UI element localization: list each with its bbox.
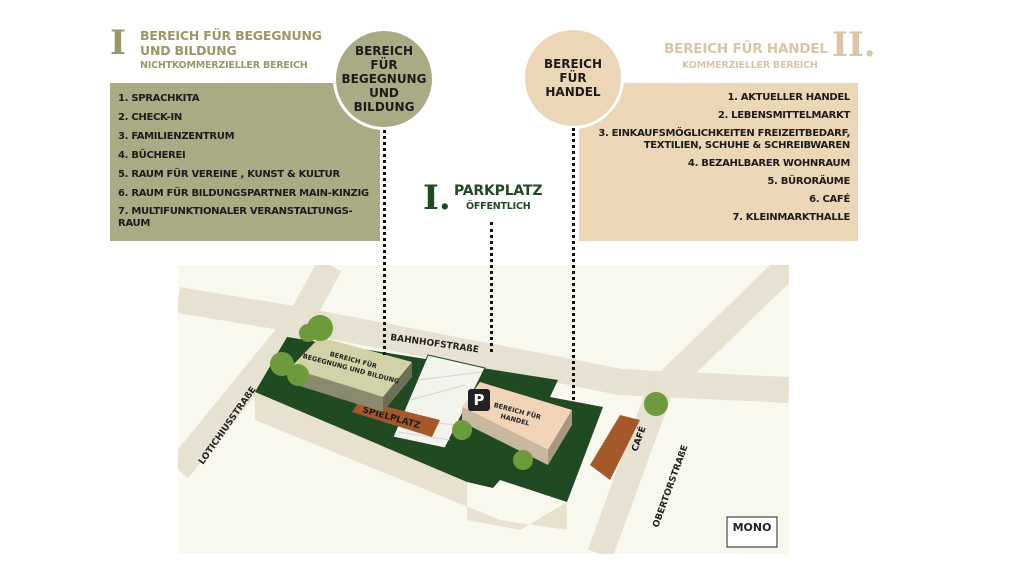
site-shadow: [255, 392, 567, 530]
list-item: 3. FAMILIENZENTRUM: [118, 131, 235, 142]
trees: [270, 315, 668, 470]
tree-icon: [644, 392, 668, 416]
parking-title: PARKPLATZ: [454, 183, 543, 199]
spielplatz-deck: [352, 400, 440, 437]
parking-sign-letter: P: [468, 389, 490, 411]
right-list-box: 1. AKTUELLER HANDEL 2. LEBENSMITTELMARKT…: [579, 83, 858, 241]
circle-line: BEREICH: [543, 57, 603, 71]
list-item: 7. KLEINMARKTHALLE: [732, 212, 850, 223]
site-map: SPIELPLATZ BEREICH FÜR BEGEGNUNG UND BIL…: [178, 265, 789, 554]
building2-end: [548, 410, 572, 465]
building1-end: [383, 362, 412, 412]
list-item: 2. CHECK-IN: [118, 112, 182, 123]
circle-line: BILDUNG: [353, 100, 415, 114]
list-item: 5. RAUM FÜR VEREINE , KUNST & KULTUR: [118, 169, 340, 180]
tree-icon: [270, 352, 294, 376]
cafe-deck: [590, 415, 640, 480]
circle-line: FÜR: [370, 58, 398, 72]
parking-numeral: I.: [423, 178, 451, 218]
tree-icon: [513, 450, 533, 470]
building2-side: [462, 407, 548, 465]
list-item: 1. AKTUELLER HANDEL: [727, 92, 850, 103]
section-numeral-1: I: [110, 23, 126, 63]
circle-line: BEREICH: [354, 44, 414, 58]
right-title: BEREICH FÜR HANDEL: [664, 41, 828, 57]
parking-subtitle: ÖFFENTLICH: [466, 201, 531, 212]
list-item: 6. CAFÉ: [809, 194, 850, 205]
building1-roof: [290, 337, 412, 397]
circle-line: UND: [369, 86, 399, 100]
circle-line: FÜR: [559, 71, 587, 85]
left-title: BEREICH FÜR BEGEGNUNG UND BILDUNG: [140, 28, 322, 58]
building1-side: [290, 368, 383, 412]
list-item: 4. BÜCHEREI: [118, 150, 186, 161]
list-item: 7. MULTIFUNKTIONALER VERANSTALTUNGS-RAUM: [118, 206, 353, 229]
logo: [726, 516, 778, 548]
streets: [178, 265, 789, 554]
left-list-box: 1. SPRACHKITA 2. CHECK-IN 3. FAMILIENZEN…: [110, 83, 380, 241]
list-item: 1. SPRACHKITA: [118, 93, 200, 104]
connector-left: [383, 130, 386, 355]
connector-parking: [490, 222, 493, 352]
list-item: 4. BEZAHLBARER WOHNRAUM: [687, 158, 850, 169]
right-subtitle: KOMMERZIELLER BEREICH: [682, 60, 818, 71]
tree-icon: [452, 420, 472, 440]
left-title-line1: BEREICH FÜR BEGEGNUNG: [140, 28, 322, 43]
circle-line: HANDEL: [545, 85, 601, 99]
tree-icon: [287, 364, 309, 386]
circle-line: BEGEGNUNG: [341, 72, 427, 86]
connector-right: [572, 128, 575, 400]
section-numeral-2: II.: [832, 25, 876, 65]
list-item: 5. BÜRORÄUME: [767, 176, 850, 187]
left-subtitle: NICHTKOMMERZIELLER BEREICH: [140, 60, 308, 71]
list-item: 6. RAUM FÜR BILDUNGSPARTNER MAIN-KINZIG: [118, 188, 369, 199]
list-item: 3. EINKAUFSMÖGLICHKEITEN FREIZEITBEDARF,…: [598, 128, 850, 151]
tree-icon: [299, 324, 317, 342]
logo-text: MONO: [733, 521, 772, 534]
list-item: 2. LEBENSMITTELMARKT: [717, 110, 850, 121]
left-title-line2: UND BILDUNG: [140, 43, 237, 58]
